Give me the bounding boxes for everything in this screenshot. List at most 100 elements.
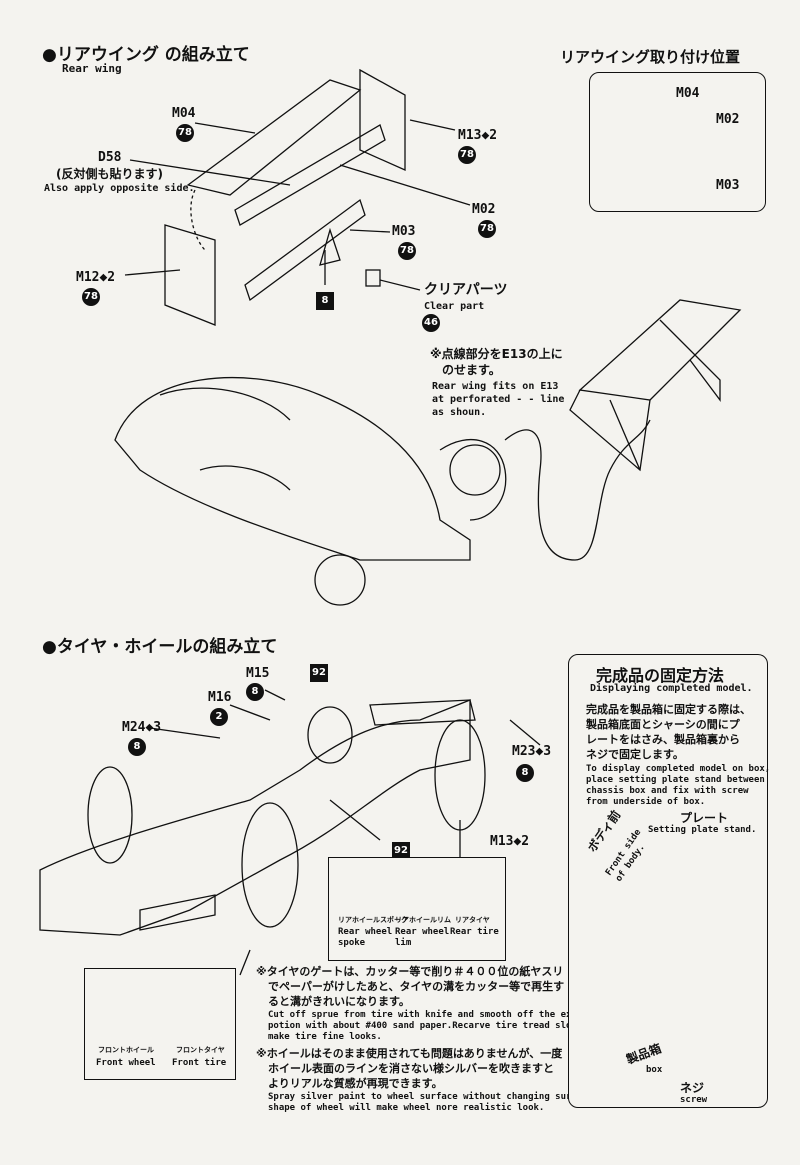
plate-label-en: Setting plate stand. [648, 825, 757, 835]
decal-92-badge-b: 92 [392, 842, 410, 860]
display-jp-line3: レートをはさみ、製品箱裏から [586, 733, 740, 746]
rear-tire-en: Rear tire [450, 927, 499, 937]
note-en-line2: at perforated - - line [432, 394, 565, 405]
rear-tire-circle [449, 444, 501, 496]
label-d58-jp: (反対側も貼ります) [56, 167, 163, 181]
wing-mount-bracket [319, 227, 341, 266]
wing-plate-m03 [244, 198, 366, 302]
car-body-outline [114, 376, 471, 561]
tire-note1-en-line1: Cut off sprue from tire with knife and s… [268, 1010, 594, 1020]
badge-m12-number: 78 [82, 288, 100, 306]
label-clear-part-en: Clear part [424, 301, 485, 312]
badge-m24-number: 8 [128, 738, 146, 756]
rear-spoke-en1: Rear wheel [338, 927, 393, 937]
section-title-rear-wing-text: リアウイング の組み立て [56, 45, 250, 65]
badge-m02-number: 78 [478, 220, 496, 238]
plate-label-jp: プレート [680, 811, 729, 825]
display-title-en: Displaying completed model. [590, 683, 753, 694]
badge-m03-number: 78 [398, 242, 416, 260]
decal-92-badge-a: 92 [310, 664, 328, 682]
label-clear-part-jp: クリアパーツ [424, 282, 508, 298]
front-right-tire [241, 802, 299, 928]
rear-right-tire [434, 719, 486, 831]
label-m12: M12◆2 [76, 270, 116, 285]
rear-rim-en2: lim [395, 938, 412, 948]
tire-note2-jp-line2: ホイール表面のラインを消さない様シルバーを吹きますと [268, 1062, 554, 1075]
display-en-line4: from underside of box. [586, 797, 706, 807]
tire-note1-jp-line1: ※タイヤのゲートは、カッター等で削り＃４００位の紙ヤスリ [256, 965, 564, 978]
label-m16: M16 [208, 690, 232, 705]
tire-note2-en-line1: Spray silver paint to wheel surface with… [268, 1092, 594, 1102]
display-jp-line4: ネジで固定します。 [586, 748, 684, 761]
mount-label-m03: M03 [716, 178, 740, 193]
label-m24: M24◆3 [122, 720, 162, 735]
section-title-tire-text: タイヤ・ホイールの組み立て [56, 637, 278, 657]
display-instructions-panel [568, 654, 768, 1108]
tire-note1-en-line3: make tire fine looks. [268, 1032, 382, 1042]
display-en-line1: To display completed model on box, [586, 764, 771, 774]
label-m03: M03 [392, 224, 416, 239]
front-wing [139, 894, 216, 931]
label-m02: M02 [472, 202, 496, 217]
rear-spoke-en2: spoke [338, 938, 366, 948]
car-rear-wing [369, 699, 476, 726]
front-tire-jp: フロントタイヤ [176, 1046, 225, 1054]
note-jp-line2: のせます。 [442, 363, 501, 377]
section-subtitle-rear-wing: Rear wing [62, 62, 122, 75]
assembled-rear-wing [578, 299, 742, 401]
clear-part-shape [365, 269, 381, 287]
note-jp-line1: ※点線部分をE13の上に [430, 347, 563, 361]
label-m23: M23◆3 [512, 744, 552, 759]
section-title-tire: ●タイヤ・ホイールの組み立て [42, 637, 278, 657]
section-title-rear-wing: ●リアウイング の組み立て [42, 45, 250, 65]
tire-note2-jp-line3: よりリアルな質感が再現できます。 [268, 1077, 443, 1090]
decal-8-badge: 8 [316, 292, 334, 310]
badge-m16-number: 2 [210, 708, 228, 726]
rear-wheel-inset [328, 857, 506, 961]
front-wheel-en: Front wheel [96, 1058, 156, 1068]
badge-clear-part-number: 46 [422, 314, 440, 332]
mount-position-box [589, 72, 766, 212]
wing-plate-m02 [234, 124, 386, 226]
tire-note1-jp-line3: ると溝がきれいになります。 [268, 995, 410, 1008]
rear-left-tire [307, 706, 353, 764]
tire-note1-en-line2: potion with about #400 sand paper.Recarv… [268, 1021, 610, 1031]
rear-rim-en1: Rear wheel [395, 927, 450, 937]
mount-position-title: リアウイング取り付け位置 [560, 48, 741, 66]
display-title-jp: 完成品の固定方法 [596, 666, 725, 685]
rear-tire-jp: リアタイヤ [455, 916, 490, 924]
badge-m13-number: 78 [458, 146, 476, 164]
front-left-tire [87, 766, 133, 864]
screw-label-en: screw [680, 1095, 708, 1105]
box-label-en: box [646, 1065, 663, 1075]
label-m13: M13◆2 [458, 128, 498, 143]
wing-plate-m04 [186, 79, 362, 196]
f1-car-outline [39, 699, 471, 936]
tire-note2-en-line2: shape of wheel will make wheel nore real… [268, 1103, 545, 1113]
display-jp-line2: 製品箱底面とシャーシの間にプ [586, 718, 740, 731]
front-wheel-inset [84, 968, 236, 1080]
label-m15: M15 [246, 666, 270, 681]
front-wheel-jp: フロントホイール [98, 1046, 154, 1054]
note-en-line3: as shoun. [432, 407, 487, 418]
label-d58: D58 [98, 150, 122, 165]
badge-m15-number: 8 [246, 683, 264, 701]
front-tire-en: Front tire [172, 1058, 227, 1068]
label-d58-en: Also apply opposite side. [44, 183, 195, 194]
endplate-m13 [359, 68, 406, 172]
tire-note2-jp-line1: ※ホイールはそのまま使用されても問題はありませんが、一度 [256, 1047, 563, 1060]
rear-rim-jp: リアホイールリム [395, 916, 451, 924]
tire-note1-jp-line2: でペーパーがけしたあと、タイヤの溝をカッター等で再生す [268, 980, 565, 993]
rear-spoke-jp: リアホイールスポーク [338, 916, 408, 924]
badge-m04-number: 78 [176, 124, 194, 142]
note-en-line1: Rear wing fits on E13 [432, 381, 559, 392]
screw-label-jp: ネジ [680, 1081, 705, 1095]
badge-m23-number: 8 [516, 764, 534, 782]
label-m04: M04 [172, 106, 196, 121]
display-jp-line1: 完成品を製品箱に固定する際は、 [586, 703, 751, 716]
label-m13-rear: M13◆2 [490, 834, 530, 849]
display-en-line3: chassis box and fix with screw [586, 786, 749, 796]
display-en-line2: place setting plate stand between [586, 775, 765, 785]
front-tire-circle [314, 554, 366, 606]
